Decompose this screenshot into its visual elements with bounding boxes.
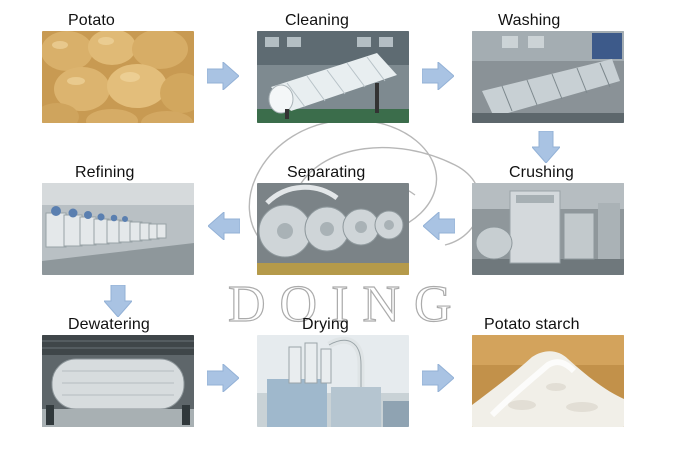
- block-arrow-down-icon: [532, 131, 560, 163]
- block-arrow-right-icon: [207, 364, 239, 392]
- block-arrow-right-icon: [422, 364, 454, 392]
- arrow-dewatering-to-drying: [207, 364, 239, 392]
- photo-cleaning: [257, 31, 409, 123]
- step-label-potato: Potato: [68, 12, 115, 29]
- block-arrow-right-icon: [422, 62, 454, 90]
- step-label-crushing: Crushing: [509, 164, 574, 181]
- arrow-washing-to-crushing: [532, 131, 560, 163]
- arrow-potato-to-cleaning: [207, 62, 239, 90]
- photo-washing: [472, 31, 624, 123]
- photo-potato: [42, 31, 194, 123]
- step-label-drying: Drying: [302, 316, 349, 333]
- photo-refining: [42, 183, 194, 275]
- step-label-potato-starch: Potato starch: [484, 316, 580, 333]
- step-label-washing: Washing: [498, 12, 561, 29]
- photo-potato-starch: [472, 335, 624, 427]
- block-arrow-left-icon: [208, 212, 240, 240]
- photo-separating: [257, 183, 409, 275]
- arrow-crushing-to-separating: [423, 212, 455, 240]
- arrow-refining-to-dewatering: [104, 285, 132, 317]
- block-arrow-right-icon: [207, 62, 239, 90]
- step-label-cleaning: Cleaning: [285, 12, 349, 29]
- step-label-refining: Refining: [75, 164, 135, 181]
- step-label-separating: Separating: [287, 164, 366, 181]
- photo-crushing: [472, 183, 624, 275]
- doing-watermark-text: DOING: [227, 275, 466, 333]
- block-arrow-left-icon: [423, 212, 455, 240]
- arrow-cleaning-to-washing: [422, 62, 454, 90]
- photo-drying: [257, 335, 409, 427]
- photo-dewatering: [42, 335, 194, 427]
- block-arrow-down-icon: [104, 285, 132, 317]
- arrow-drying-to-potato-starch: [422, 364, 454, 392]
- step-label-dewatering: Dewatering: [68, 316, 150, 333]
- arrow-separating-to-refining: [208, 212, 240, 240]
